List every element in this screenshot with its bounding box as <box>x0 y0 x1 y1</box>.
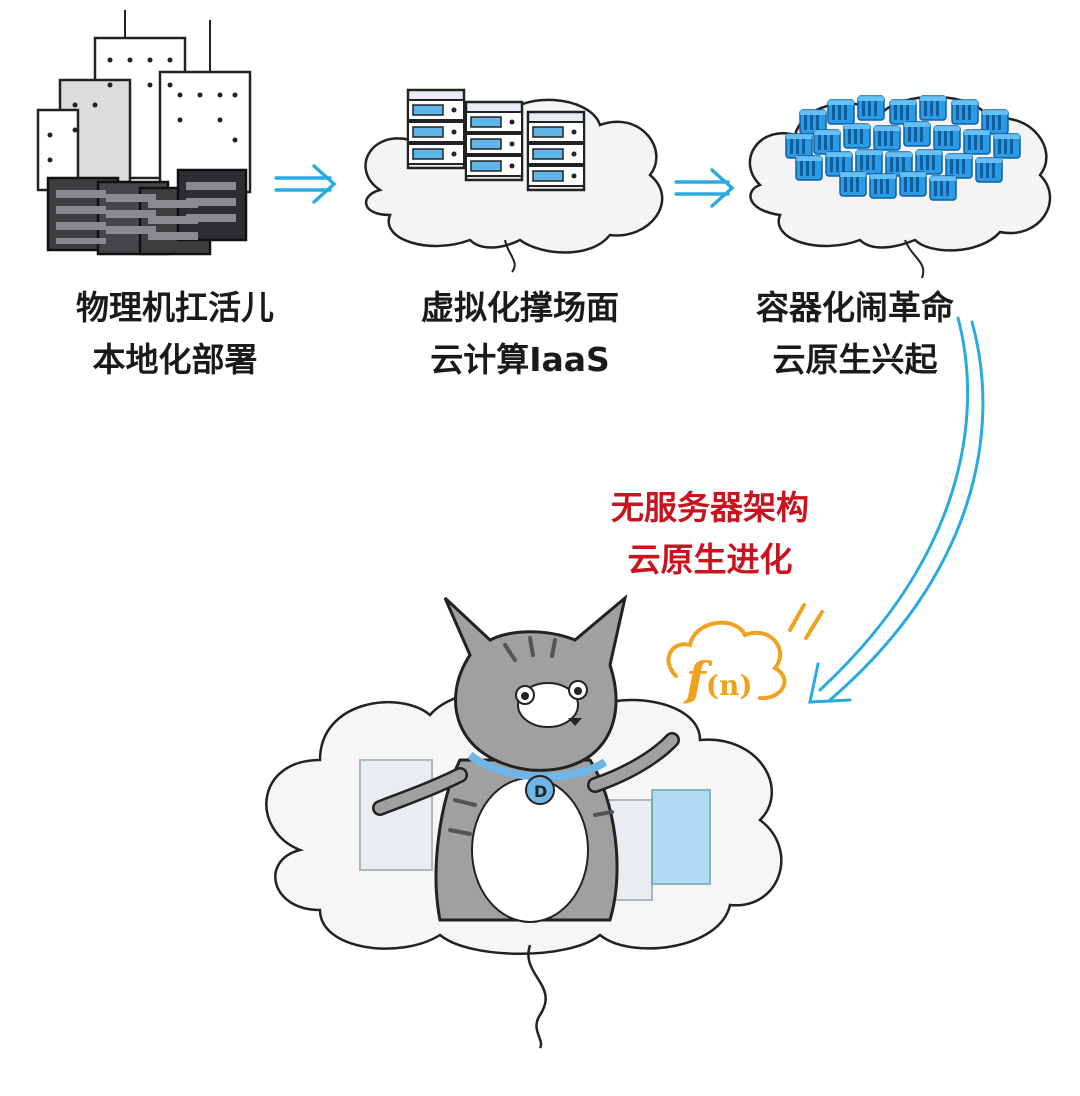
stage-caption-line2: 云原生兴起 <box>705 334 1005 386</box>
stage-caption-line1: 物理机扛活儿 <box>30 282 320 334</box>
flow-arrow-1 <box>276 166 334 202</box>
serverless-caption-line1: 无服务器架构 <box>560 482 860 534</box>
function-badge-label: f(n) <box>686 652 753 706</box>
function-symbol: f <box>686 652 706 706</box>
stage-caption-line2: 云计算IaaS <box>375 334 665 386</box>
stage-caption-container: 容器化闹革命 云原生兴起 <box>705 282 1005 386</box>
stage-caption-line1: 虚拟化撑场面 <box>375 282 665 334</box>
serverless-caption-line2: 云原生进化 <box>560 534 860 586</box>
svg-text:D: D <box>534 782 547 801</box>
serverless-caption: 无服务器架构 云原生进化 <box>560 482 860 586</box>
stage-caption-physical: 物理机扛活儿 本地化部署 <box>30 282 320 386</box>
virtual-server-icon <box>366 90 663 272</box>
flow-arrow-2 <box>676 170 732 206</box>
container-cluster-icon <box>750 96 1050 278</box>
building-server-icon <box>38 10 250 254</box>
function-arg: (n) <box>706 669 753 702</box>
stage-caption-virtual: 虚拟化撑场面 云计算IaaS <box>375 282 665 386</box>
stage-caption-line2: 本地化部署 <box>30 334 320 386</box>
stage-caption-line1: 容器化闹革命 <box>705 282 1005 334</box>
